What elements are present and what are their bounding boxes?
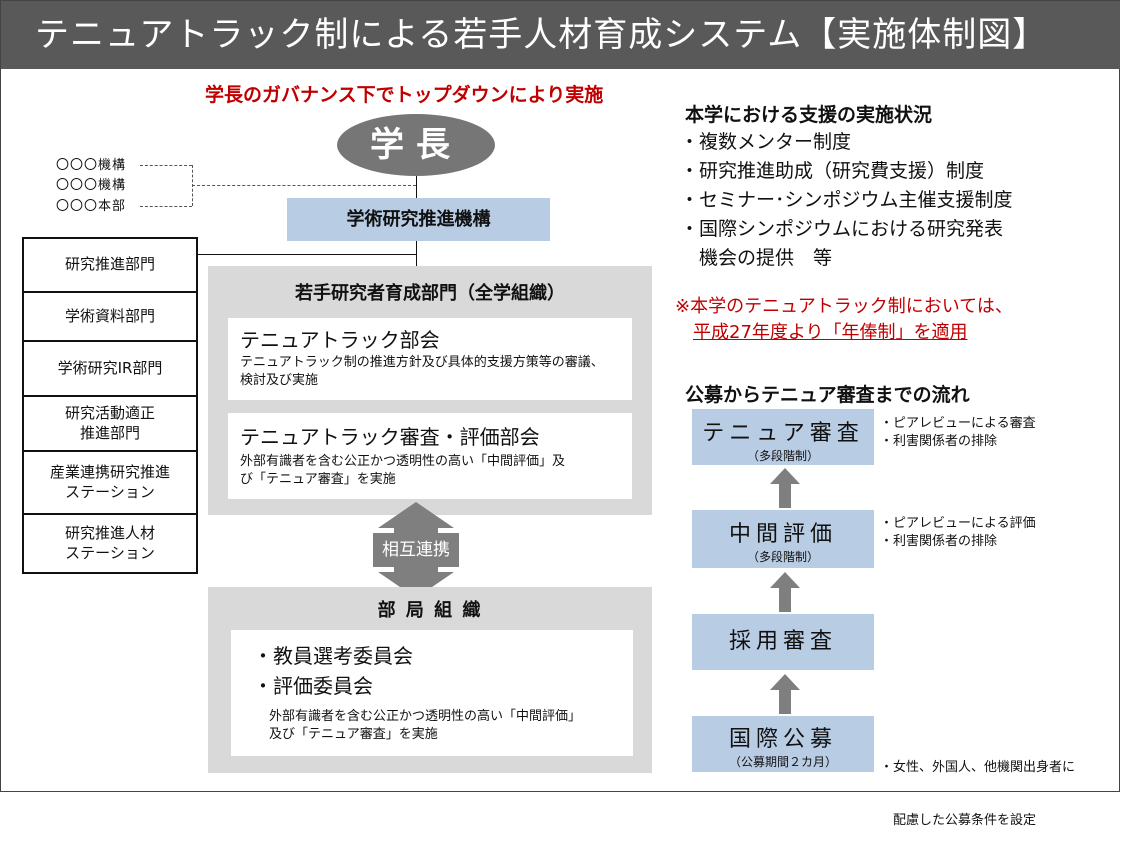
dept-research-personnel: 研究推進人材 ステーション bbox=[22, 513, 198, 574]
flow-step-tenure-sub: （多段階制） bbox=[746, 449, 819, 463]
flow-step-hiring-title: 採用審査 bbox=[728, 629, 837, 654]
dept-industry-collab: 産業連携研究推進 ステーション bbox=[22, 450, 198, 515]
dept-research-promotion: 研究推進部門 bbox=[22, 237, 198, 293]
committee2-title: テニュアトラック審査・評価部会 bbox=[240, 425, 540, 449]
salary-note-line1: ※本学のテニュアトラック制においては、 bbox=[675, 296, 1013, 317]
dept-research-ir: 学術研究IR部門 bbox=[22, 340, 198, 397]
note-line: ・利害関係者の排除 bbox=[880, 433, 998, 449]
flow-tenure-notes: ・ピアレビューによる審査 ・利害関係者の排除 bbox=[880, 415, 1036, 450]
support-list: ・複数メンター制度 ・研究推進助成（研究費支援）制度 ・セミナー･シンポジウム主… bbox=[680, 128, 1013, 273]
affiliated-org-3: 〇〇〇本部 bbox=[56, 199, 127, 214]
note-line: 配慮した公募条件を設定 bbox=[880, 812, 1037, 828]
flow-step-hiring: 採用審査 bbox=[692, 614, 874, 670]
support-title: 本学における支援の実施状況 bbox=[685, 104, 933, 126]
department-committees-desc: 外部有識者を含む公正かつ透明性の高い「中間評価」及び「テニュア審査」を実施 bbox=[269, 709, 582, 743]
page-title: テニュアトラック制による若手人材育成システム【実施体制図】 bbox=[1, 1, 1120, 69]
flow-recruit-notes: ・女性、外国人、他機関出身者に 配慮した公募条件を設定 bbox=[880, 724, 1075, 847]
support-item: ・複数メンター制度 bbox=[680, 131, 852, 153]
note-line: ・ピアレビューによる審査 bbox=[880, 416, 1036, 431]
top-down-note: 学長のガバナンス下でトップダウンにより実施 bbox=[205, 84, 604, 106]
department-committees: ・教員選考委員会 ・評価委員会 外部有識者を含む公正かつ透明性の高い「中間評価」… bbox=[231, 630, 633, 756]
support-item: ・国際シンポジウムにおける研究発表 bbox=[680, 218, 1004, 240]
dept-academic-materials: 学術資料部門 bbox=[22, 291, 198, 342]
flow-up-arrow bbox=[770, 674, 800, 714]
flow-step-tenure-title: テニュア審査 bbox=[702, 421, 864, 446]
note-line: ・女性、外国人、他機関出身者に bbox=[880, 760, 1076, 776]
committee-item-2: ・評価委員会 bbox=[253, 674, 373, 698]
connector-line bbox=[416, 176, 417, 198]
flow-title: 公募からテニュア審査までの流れ bbox=[685, 384, 970, 406]
flow-step-midterm-title: 中間評価 bbox=[728, 522, 837, 547]
department-org-title: 部 局 組 織 bbox=[377, 600, 483, 621]
flow-midterm-notes: ・ピアレビューによる評価 ・利害関係者の排除 bbox=[880, 515, 1036, 550]
connector-line bbox=[198, 254, 416, 255]
support-item: ・セミナー･シンポジウム主催支援制度 bbox=[680, 189, 1013, 211]
support-item: ・研究推進助成（研究費支援）制度 bbox=[680, 160, 985, 182]
dashed-connector bbox=[140, 206, 192, 207]
flow-step-recruit-title: 国際公募 bbox=[728, 727, 837, 752]
affiliated-org-2: 〇〇〇機構 bbox=[56, 178, 127, 193]
flow-step-midterm-sub: （多段階制） bbox=[746, 550, 819, 564]
salary-note-line2: 平成27年度より「年俸制」を適用 bbox=[693, 322, 968, 343]
flow-up-arrow bbox=[770, 468, 800, 508]
affiliated-org-1: 〇〇〇機構 bbox=[56, 158, 127, 173]
flow-step-recruit-sub: （公募期間２カ月） bbox=[728, 755, 837, 769]
connector-line bbox=[416, 241, 417, 266]
note-line: ・ピアレビューによる評価 bbox=[880, 516, 1036, 531]
committee-item-1: ・教員選考委員会 bbox=[253, 644, 413, 668]
dashed-connector bbox=[140, 165, 192, 166]
committee1-title: テニュアトラック部会 bbox=[240, 328, 440, 352]
mutual-cooperation-label: 相互連携 bbox=[373, 533, 459, 567]
committee1-desc: テニュアトラック制の推進方針及び具体的支援方策等の審議、検討及び実施 bbox=[240, 355, 604, 389]
committee2-desc: 外部有識者を含む公正かつ透明性の高い「中間評価」及び「テニュア審査」を実施 bbox=[240, 454, 566, 488]
flow-step-tenure: テニュア審査 （多段階制） bbox=[692, 409, 874, 465]
diagram-frame bbox=[0, 0, 1120, 792]
tenure-track-committee: テニュアトラック部会 テニュアトラック制の推進方針及び具体的支援方策等の審議、検… bbox=[228, 318, 632, 400]
president-node: 学長 bbox=[337, 114, 495, 176]
flow-up-arrow bbox=[770, 572, 800, 612]
note-line: ・利害関係者の排除 bbox=[880, 533, 998, 549]
tenure-review-committee: テニュアトラック審査・評価部会 外部有識者を含む公正かつ透明性の高い「中間評価」… bbox=[228, 413, 632, 499]
young-division-title: 若手研究者育成部門（全学組織） bbox=[295, 283, 565, 304]
promotion-org-box: 学術研究推進機構 bbox=[287, 198, 550, 241]
flow-step-midterm: 中間評価 （多段階制） bbox=[692, 510, 874, 568]
dashed-connector bbox=[192, 185, 416, 186]
dept-research-integrity: 研究活動適正 推進部門 bbox=[22, 395, 198, 452]
support-item: 機会の提供 等 bbox=[680, 247, 833, 269]
flow-step-recruit: 国際公募 （公募期間２カ月） bbox=[692, 716, 874, 772]
